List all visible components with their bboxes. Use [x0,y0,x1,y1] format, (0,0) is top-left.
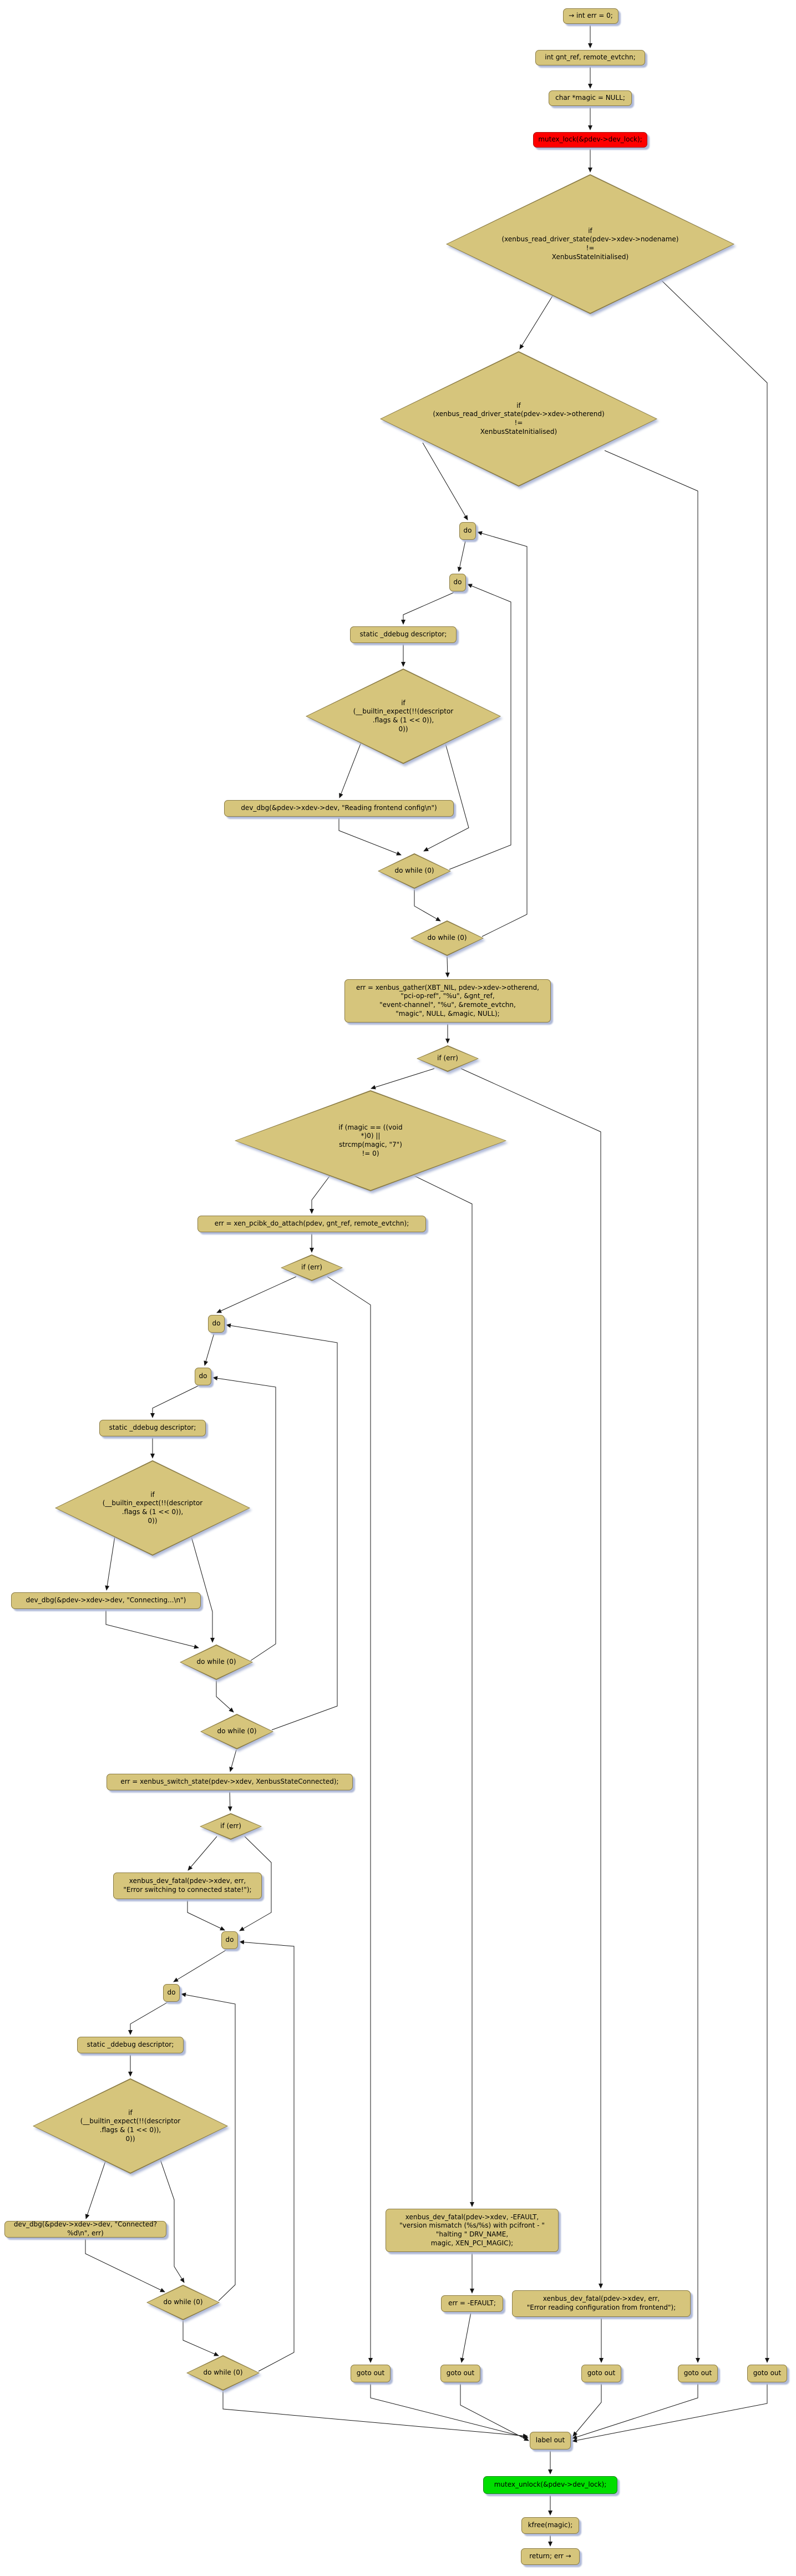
node-goto-out-4: goto out [678,2365,718,2382]
node-do-4: do [195,1368,211,1385]
edge-ifmagic-true-fatalversion [411,1174,474,2207]
edge-goto1-labelout [370,2383,529,2439]
edge-do1-do2 [457,540,466,572]
edge-builtin1-false [423,739,469,852]
edge-dbg2-dowhile3 [105,1610,199,1649]
edge-builtin3-false [157,2151,185,2283]
edge-builtin3-true [85,2151,109,2219]
decision-do-while-3: do while (0) [180,1644,253,1680]
node-err-efault: err = -EFAULT; [441,2295,503,2312]
decision-do-while-1: do while (0) [378,853,451,889]
decision-builtin-expect-1: if (__builtin_expect(!!(descriptor .flag… [306,669,501,764]
edge-goto3-labelout [572,2383,602,2437]
edge-efault-goto2 [460,2312,471,2363]
edge-dowhile5-dowhile6 [182,2321,219,2356]
edge-ifotherend-false [422,442,468,520]
edge-builtin2-true [105,1532,116,1591]
node-entry: → int err = 0; [563,8,618,24]
edge-builtin2-false [190,1532,215,1643]
node-goto-out-2: goto out [440,2365,480,2382]
node-do-6: do [163,1984,180,2002]
edge-ifmagic-false-attach [310,1171,333,1214]
node-devdbg-reading: dev_dbg(&pdev->xdev->dev, "Reading front… [224,800,454,817]
node-devdbg-connected: dev_dbg(&pdev->xdev->dev, "Connected? %d… [4,2220,166,2238]
decision-otherend-state: if (xenbus_read_driver_state(pdev->xdev-… [380,351,657,487]
edge-dowhile3-back-do4 [212,1376,276,1661]
edge-ifotherend-true-goto [604,450,700,2363]
edge-iferr2-true-goto [327,1276,373,2363]
node-fatal-version-mismatch: xenbus_dev_fatal(pdev->xdev, -EFAULT, "v… [386,2209,559,2252]
decision-builtin-expect-2: if (__builtin_expect(!!(descriptor .flag… [55,1460,250,1556]
edge-dowhile2-back-do1 [477,531,528,937]
node-do-attach: err = xen_pcibk_do_attach(pdev, gnt_ref,… [197,1216,426,1232]
edge-builtin1-true [339,739,363,798]
decision-magic-check: if (magic == ((void *)0) || strcmp(magic… [235,1090,506,1191]
edge-goto4-labelout [572,2383,698,2440]
node-mutex-unlock: mutex_unlock(&pdev->dev_lock); [483,2476,617,2494]
node-kfree-magic: kfree(magic); [521,2517,579,2534]
node-do-1: do [459,522,476,540]
node-devdbg-connecting: dev_dbg(&pdev->xdev->dev, "Connecting...… [11,1592,201,1609]
edge-fatalswitch-do5 [187,1900,225,1931]
node-fatal-switch: xenbus_dev_fatal(pdev->xdev, err, "Error… [113,1872,262,1899]
node-fatal-reading: xenbus_dev_fatal(pdev->xdev, err, "Error… [512,2290,691,2317]
edge-do3-do4 [204,1333,215,1366]
edge-do5-do6 [173,1949,227,1982]
decision-do-while-6: do while (0) [186,2355,260,2391]
decision-builtin-expect-3: if (__builtin_expect(!!(descriptor .flag… [33,2078,228,2174]
edge-dowhile1-dowhile2 [414,889,441,922]
edge-do4-static2 [150,1385,199,1418]
edge-dowhile4-back-do3 [226,1323,338,1730]
decision-do-while-5: do while (0) [146,2285,220,2320]
edge-iferr2-false [216,1276,297,1313]
edge-dowhile2-gather [445,956,450,978]
decision-if-err-1: if (err) [417,1045,479,1072]
node-do-2: do [449,574,466,591]
node-magic-decl: char *magic = NULL; [549,90,632,106]
node-goto-out-1: goto out [351,2365,391,2382]
node-do-3: do [208,1315,225,1333]
decision-do-while-2: do while (0) [410,920,484,956]
decision-if-err-3: if (err) [200,1813,262,1840]
edge-dowhile6-back-do5 [239,1940,295,2372]
edge-iferr1-true-fatalreading [460,1068,603,2289]
node-declarations: int gnt_ref, remote_evtchn; [535,50,645,65]
edge-dowhile4-switch [229,1749,237,1772]
edge-do6-static3 [128,2002,168,2035]
node-return-err: return; err → [521,2548,580,2565]
edge-iferr3-false-do5 [239,1836,272,1931]
decision-do-while-4: do while (0) [200,1714,273,1749]
edge-ifnodename-false [519,292,555,350]
node-switch-state: err = xenbus_switch_state(pdev->xdev, Xe… [107,1774,353,1790]
edge-iferr1-false [371,1068,435,1090]
edge-ifnodename-true-goto [660,279,769,2363]
node-static-ddebug-2: static _ddebug descriptor; [99,1420,206,1436]
edge-dowhile6-labelout [222,2391,528,2438]
node-static-ddebug-3: static _ddebug descriptor; [77,2037,184,2053]
decision-if-err-2: if (err) [281,1254,343,1281]
edge-dbg1-dowhile1 [338,817,402,856]
node-label-out: label out [530,2432,571,2450]
edge-dbg3-dowhile5 [85,2238,165,2292]
node-mutex-lock: mutex_lock(&pdev->dev_lock); [533,132,647,148]
edge-goto5-labelout [572,2383,768,2443]
edge-dowhile1-back-do2 [449,584,511,870]
edge-dowhile5-back-do6 [181,1992,236,2301]
node-xenbus-gather: err = xenbus_gather(XBT_NIL, pdev->xdev-… [344,979,551,1023]
node-goto-out-5: goto out [747,2365,787,2382]
decision-nodename-state: if (xenbus_read_driver_state(pdev->xdev-… [446,174,734,314]
edge-goto2-labelout [460,2383,529,2441]
node-static-ddebug-1: static _ddebug descriptor; [350,626,457,643]
node-do-5: do [221,1931,238,1949]
edge-dowhile3-dowhile4 [216,1681,234,1713]
edge-do2-static1 [401,592,454,625]
edge-iferr3-true-fatalswitch [187,1836,217,1871]
node-goto-out-3: goto out [581,2365,621,2382]
